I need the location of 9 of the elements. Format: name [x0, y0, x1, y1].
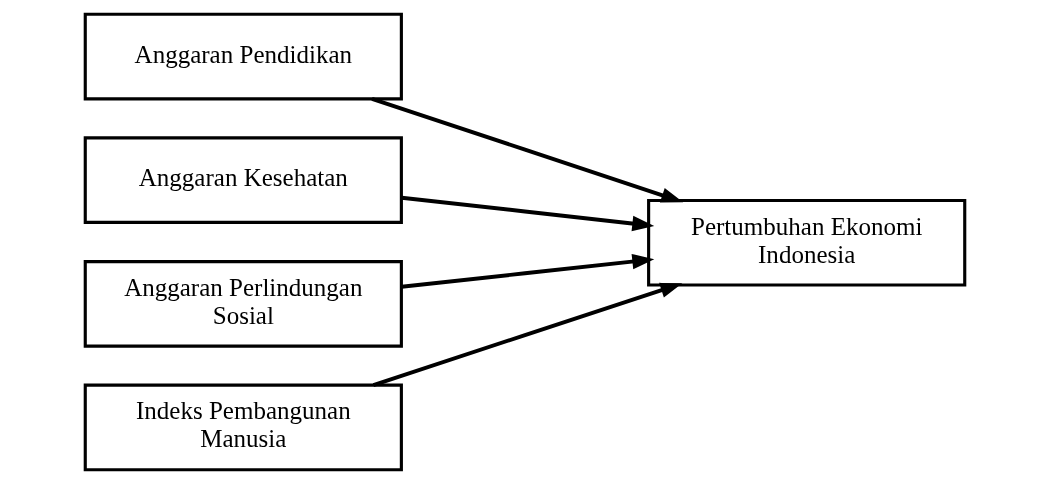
node-box: Indeks Pembangunan Manusia	[83, 383, 403, 472]
arrow	[371, 96, 684, 203]
node-box: Pertumbuhan Ekonomi Indonesia	[647, 198, 967, 287]
node-box: Anggaran Pendidikan	[83, 12, 403, 101]
arrow	[401, 253, 655, 289]
node-box: Anggaran Perlindungan Sosial	[83, 260, 403, 348]
arrow	[401, 195, 655, 232]
arrow	[372, 282, 683, 387]
node-box: Anggaran Kesehatan	[83, 136, 403, 224]
